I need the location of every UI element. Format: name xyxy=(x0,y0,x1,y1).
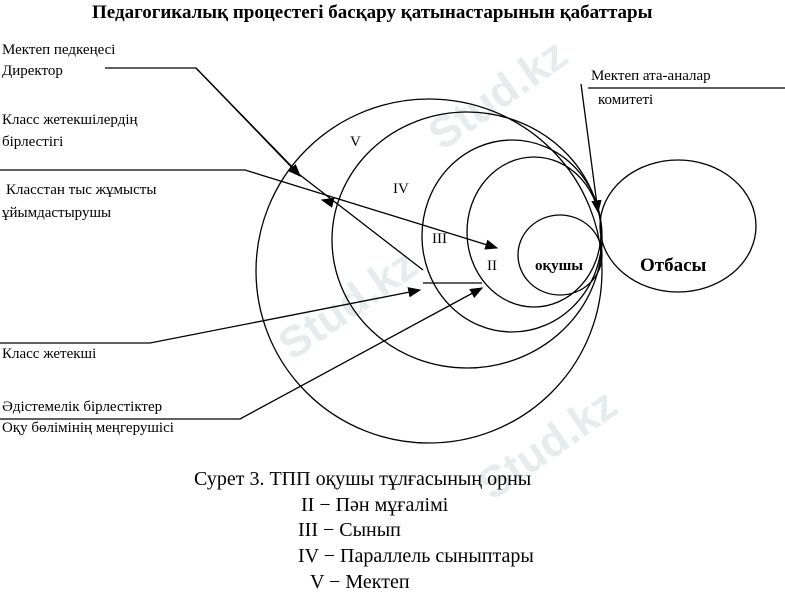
caption-item: III − Сынып xyxy=(298,519,401,541)
page-title: Педагогикалық процестегі басқару қатынас… xyxy=(92,2,653,23)
circle-v-school xyxy=(255,98,603,444)
parents-line xyxy=(580,83,602,214)
label-parents-committee-2: комитеті xyxy=(598,92,654,108)
circle-label-iv: IV xyxy=(393,181,409,197)
circle-label-family: Отбасы xyxy=(640,255,707,276)
circle-family xyxy=(599,159,757,293)
label-extracurricular-2: ұйымдастырушы xyxy=(2,205,112,221)
label-parents-committee: Мектеп ата-аналар xyxy=(591,68,711,84)
label-class-leaders-union: Класс жетекшілердің xyxy=(2,112,138,128)
circle-label-ii: II xyxy=(487,258,497,274)
figure-caption: Сурет 3. ТПП оқушы тұлғасының орны xyxy=(194,468,532,490)
class-leaders-union-arrowhead xyxy=(320,197,335,208)
label-school-council: Мектеп педкеңесі xyxy=(2,42,116,58)
label-study-head: Оқу бөлімінің меңгерушісі xyxy=(2,420,174,436)
circle-label-iii: III xyxy=(432,231,447,247)
director-line xyxy=(105,67,424,271)
label-class-leaders-union-2: бірлестігі xyxy=(2,134,64,150)
circle-iii-class xyxy=(421,139,603,333)
circle-ii-teacher xyxy=(466,156,602,308)
circle-student xyxy=(517,214,603,296)
label-director: Директор xyxy=(2,63,63,79)
director-arrow xyxy=(195,67,301,177)
label-class-leader: Класс жетекші xyxy=(2,346,97,362)
class-leaders-union-line xyxy=(0,169,499,250)
caption-item: V − Мектеп xyxy=(310,571,410,593)
caption-item: IV − Параллель сыныптары xyxy=(298,545,534,567)
circle-label-student: оқушы xyxy=(535,258,584,274)
methodical-line xyxy=(0,287,484,420)
label-methodical-unions: Әдістемелік бірлестіктер xyxy=(2,399,163,415)
caption-item: II − Пән мұғалімі xyxy=(301,494,449,516)
circle-label-v: V xyxy=(350,134,361,150)
label-extracurricular: Класстан тыс жұмысты xyxy=(6,182,157,198)
class-leader-line xyxy=(0,287,422,344)
